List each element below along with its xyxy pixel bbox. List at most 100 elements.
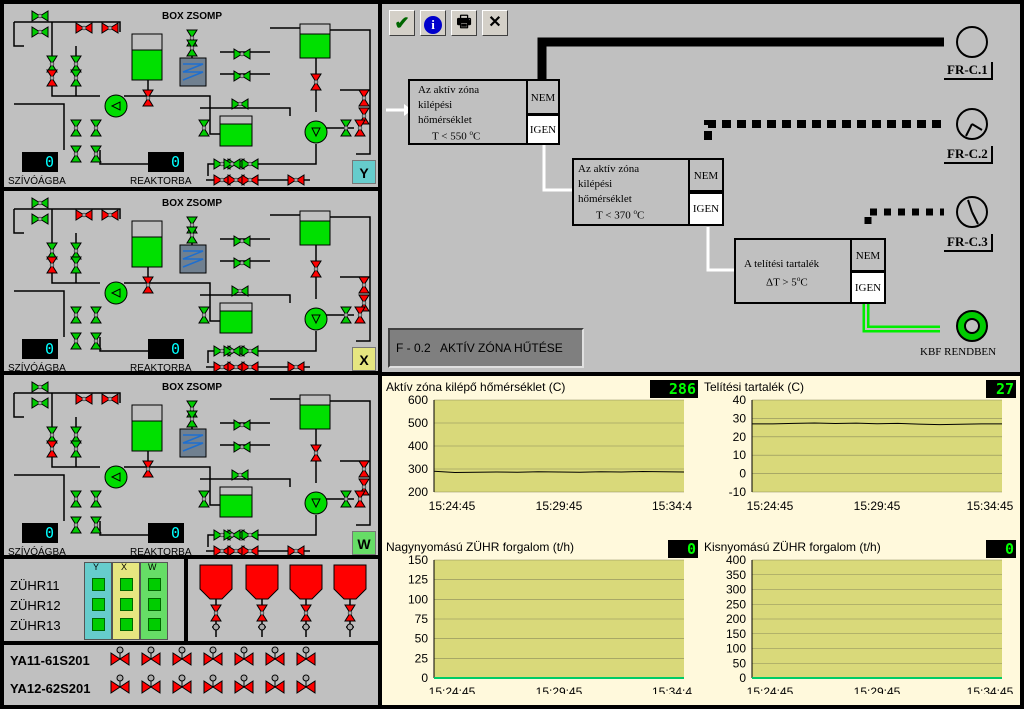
valve-icon[interactable] xyxy=(354,490,366,508)
valve-icon[interactable] xyxy=(31,10,49,22)
valve-icon[interactable] xyxy=(31,397,49,409)
valve-icon[interactable] xyxy=(198,306,210,324)
valve-icon[interactable] xyxy=(358,460,370,478)
valve-icon[interactable] xyxy=(233,70,251,82)
close-button[interactable]: ✕ xyxy=(482,10,508,36)
valve-icon[interactable] xyxy=(70,306,82,324)
valve-icon[interactable] xyxy=(310,444,322,462)
train-tag[interactable]: X xyxy=(352,347,376,371)
box3-nem-button[interactable]: NEM xyxy=(850,238,886,272)
valve-icon[interactable] xyxy=(90,119,102,137)
valve-icon[interactable] xyxy=(198,119,210,137)
pump-icon[interactable] xyxy=(104,94,128,118)
valve-icon[interactable] xyxy=(31,213,49,225)
valve-icon[interactable] xyxy=(75,393,93,405)
valve-icon[interactable] xyxy=(198,490,210,508)
valve-icon[interactable] xyxy=(46,69,58,87)
tank-valve-icon[interactable] xyxy=(344,604,356,622)
valve-icon[interactable] xyxy=(233,257,251,269)
ya-valve-icon[interactable] xyxy=(265,646,285,666)
valve-icon[interactable] xyxy=(70,490,82,508)
valve-icon[interactable] xyxy=(70,256,82,274)
pump-icon[interactable] xyxy=(104,281,128,305)
box1-igen-button[interactable]: IGEN xyxy=(526,114,560,145)
valve-icon[interactable] xyxy=(186,39,198,57)
valve-icon[interactable] xyxy=(70,145,82,163)
pump-icon[interactable] xyxy=(304,491,328,515)
valve-icon[interactable] xyxy=(90,306,102,324)
valve-icon[interactable] xyxy=(241,345,259,357)
valve-icon[interactable] xyxy=(233,48,251,60)
ya-valve-icon[interactable] xyxy=(203,674,223,694)
valve-icon[interactable] xyxy=(233,419,251,431)
box1-nem-button[interactable]: NEM xyxy=(526,79,560,115)
valve-icon[interactable] xyxy=(46,440,58,458)
valve-icon[interactable] xyxy=(186,410,198,428)
tank-valve-icon[interactable] xyxy=(210,604,222,622)
ya-valve-icon[interactable] xyxy=(234,646,254,666)
valve-icon[interactable] xyxy=(31,381,49,393)
ya-valve-icon[interactable] xyxy=(296,646,316,666)
tank-valve-icon[interactable] xyxy=(256,604,268,622)
valve-icon[interactable] xyxy=(142,276,154,294)
fr-c2-label[interactable]: FR-C.2 xyxy=(944,146,993,164)
valve-icon[interactable] xyxy=(46,256,58,274)
valve-icon[interactable] xyxy=(223,529,241,541)
valve-icon[interactable] xyxy=(70,119,82,137)
valve-icon[interactable] xyxy=(310,73,322,91)
valve-icon[interactable] xyxy=(241,361,259,373)
ya-valve-icon[interactable] xyxy=(296,674,316,694)
valve-icon[interactable] xyxy=(90,490,102,508)
ya-valve-icon[interactable] xyxy=(172,674,192,694)
valve-icon[interactable] xyxy=(358,89,370,107)
valve-icon[interactable] xyxy=(287,174,305,186)
fr-c1-label[interactable]: FR-C.1 xyxy=(944,62,993,80)
valve-icon[interactable] xyxy=(223,345,241,357)
valve-icon[interactable] xyxy=(101,393,119,405)
valve-icon[interactable] xyxy=(75,22,93,34)
valve-icon[interactable] xyxy=(31,26,49,38)
valve-icon[interactable] xyxy=(75,209,93,221)
box2-nem-button[interactable]: NEM xyxy=(688,158,724,192)
valve-icon[interactable] xyxy=(233,235,251,247)
train-tag[interactable]: Y xyxy=(352,160,376,184)
valve-icon[interactable] xyxy=(287,361,305,373)
valve-icon[interactable] xyxy=(358,276,370,294)
print-button[interactable]: 🖶 xyxy=(451,10,477,36)
valve-icon[interactable] xyxy=(142,460,154,478)
valve-icon[interactable] xyxy=(354,119,366,137)
fr-c3-label[interactable]: FR-C.3 xyxy=(944,234,993,252)
valve-icon[interactable] xyxy=(90,145,102,163)
valve-icon[interactable] xyxy=(287,545,305,557)
valve-icon[interactable] xyxy=(186,226,198,244)
valve-icon[interactable] xyxy=(223,158,241,170)
ya-valve-icon[interactable] xyxy=(172,646,192,666)
box3-igen-button[interactable]: IGEN xyxy=(850,271,886,304)
ya-valve-icon[interactable] xyxy=(110,646,130,666)
valve-icon[interactable] xyxy=(231,98,249,110)
pump-icon[interactable] xyxy=(104,465,128,489)
valve-icon[interactable] xyxy=(340,306,352,324)
valve-icon[interactable] xyxy=(31,197,49,209)
valve-icon[interactable] xyxy=(70,69,82,87)
ya-valve-icon[interactable] xyxy=(141,674,161,694)
ya-valve-icon[interactable] xyxy=(203,646,223,666)
valve-icon[interactable] xyxy=(142,89,154,107)
valve-icon[interactable] xyxy=(310,260,322,278)
valve-icon[interactable] xyxy=(90,516,102,534)
tank-valve-icon[interactable] xyxy=(300,604,312,622)
valve-icon[interactable] xyxy=(70,332,82,350)
pump-icon[interactable] xyxy=(304,120,328,144)
valve-icon[interactable] xyxy=(231,469,249,481)
valve-icon[interactable] xyxy=(70,440,82,458)
valve-icon[interactable] xyxy=(241,174,259,186)
check-button[interactable]: ✔ xyxy=(389,10,415,36)
valve-icon[interactable] xyxy=(354,306,366,324)
ya-valve-icon[interactable] xyxy=(110,674,130,694)
valve-icon[interactable] xyxy=(340,490,352,508)
valve-icon[interactable] xyxy=(101,209,119,221)
valve-icon[interactable] xyxy=(90,332,102,350)
valve-icon[interactable] xyxy=(101,22,119,34)
valve-icon[interactable] xyxy=(241,158,259,170)
valve-icon[interactable] xyxy=(241,529,259,541)
